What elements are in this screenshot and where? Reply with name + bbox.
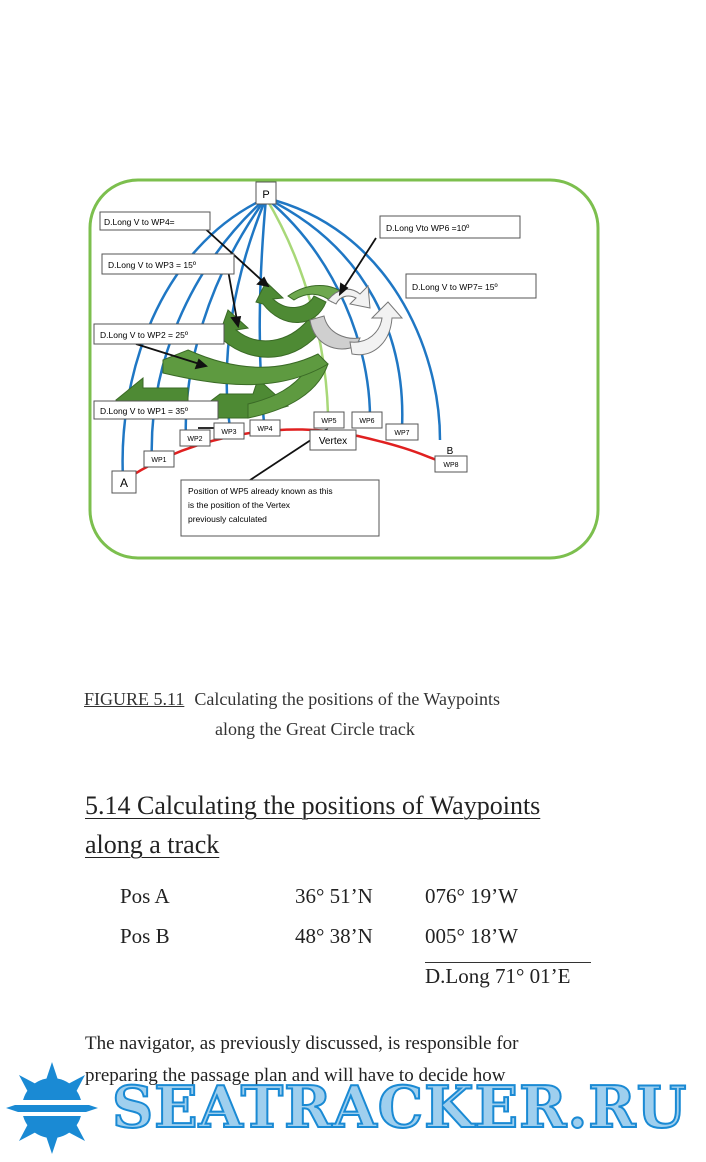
figure-caption: FIGURE 5.11 Calculating the positions of …: [84, 684, 644, 744]
wp5-box: [313, 411, 345, 429]
pole-label: P: [262, 189, 269, 201]
arrow-wp2-body: [162, 349, 329, 386]
pos-a-box: [111, 470, 137, 494]
vertex-label: Vertex: [319, 436, 347, 447]
dlong-arrows-east: [309, 284, 404, 356]
heading-line1: 5.14 Calculating the positions of Waypoi…: [85, 791, 541, 820]
callout-wp5-line1: Position of WP5 already known as this: [188, 486, 333, 496]
figure-number: FIGURE 5.11: [84, 689, 185, 709]
meridian-wp6: [265, 197, 372, 419]
pos-a-label: Pos A: [120, 884, 170, 908]
vertex-box: [309, 429, 357, 451]
callout-wp5-line2: is the position of the Vertex: [188, 500, 291, 510]
wp7-box: [385, 423, 419, 441]
meridians: [121, 196, 442, 479]
body-paragraph: The navigator, as previously discussed, …: [85, 1028, 615, 1092]
pole-box: [255, 181, 277, 205]
great-circle-waypoints-diagram: P WP1 WP2 WP3 WP4 WP5 WP6 WP7 WP8 Vertex…: [88, 178, 600, 560]
arrow-wp4: [255, 281, 327, 323]
caption-line2: along the Great Circle track: [215, 719, 415, 739]
wp1-label: WP1: [151, 457, 166, 464]
wp2-label: WP2: [187, 436, 202, 443]
wp8-label: WP8: [443, 462, 458, 469]
callout-wp7-box: [405, 273, 537, 299]
wp8-box: [434, 455, 468, 473]
meridian-a: [121, 196, 267, 479]
pos-a-label: A: [120, 476, 128, 490]
callout-wp4: D.Long V to WP4=: [104, 217, 175, 227]
caption-line1: Calculating the positions of the Waypoin…: [194, 689, 501, 709]
dlong-rule: [425, 962, 591, 963]
callout-wp4-box: [99, 211, 211, 231]
section-heading: 5.14 Calculating the positions of Waypoi…: [85, 786, 645, 864]
wp6-label: WP6: [359, 418, 374, 425]
callout-wp1: D.Long V to WP1 = 35º: [100, 406, 188, 416]
sun-icon: [6, 1062, 98, 1154]
callout-wp6: D.Long Vto WP6 =10º: [386, 223, 469, 233]
waypoint-boxes: WP1 WP2 WP3 WP4 WP5 WP6 WP7 WP8: [143, 411, 468, 473]
watermark-graphic: [6, 1062, 98, 1154]
body-line1: The navigator, as previously discussed, …: [85, 1033, 519, 1054]
callout-wp2: D.Long V to WP2 = 25º: [100, 330, 188, 340]
wp1-box: [143, 450, 175, 468]
pos-b-lat: 48° 38’N: [295, 924, 373, 948]
sun-horizon: [8, 1100, 98, 1105]
wp7-label: WP7: [394, 430, 409, 437]
callout-wp7: D.Long V to WP7= 15º: [412, 282, 498, 292]
callout-wp3-box: [101, 253, 235, 275]
wp5-label: WP5: [321, 418, 336, 425]
callout-wp6-box: [379, 215, 521, 239]
body-line2: preparing the passage plan and will have…: [85, 1065, 506, 1086]
sun-horizon-2: [8, 1112, 98, 1116]
dlong-value: D.Long 71° 01’E: [425, 964, 571, 988]
pos-b-long: 005° 18’W: [425, 924, 518, 948]
watermark-text: SEATRACKER.RU: [111, 1073, 688, 1142]
meridian-wp7: [265, 196, 404, 429]
arrow-wp7: [349, 301, 404, 356]
pos-a-lat: 36° 51’N: [295, 884, 373, 908]
callout-wp5-line3: previously calculated: [188, 514, 267, 524]
meridian-wp1: [150, 197, 267, 464]
meridian-b: [265, 196, 442, 441]
wp2-box: [179, 429, 211, 447]
callout-wp3: D.Long V to WP3 = 15º: [108, 260, 196, 270]
heading-line2: along a track: [85, 830, 220, 859]
callout-wp1-box: [93, 400, 219, 420]
callout-boxes: D.Long V to WP4= D.Long V to WP3 = 15º D…: [93, 211, 537, 537]
wp3-label: WP3: [221, 429, 236, 436]
callout-wp5-box: [180, 479, 380, 537]
pos-a-long: 076° 19’W: [425, 884, 518, 908]
wp4-label: WP4: [257, 426, 272, 433]
wp6-box: [351, 411, 383, 429]
pos-b-label: B: [447, 446, 454, 457]
wp3-box: [213, 422, 245, 440]
callout-wp2-box: [93, 323, 225, 345]
wp4-box: [249, 419, 281, 437]
pos-b-label: Pos B: [120, 924, 170, 948]
